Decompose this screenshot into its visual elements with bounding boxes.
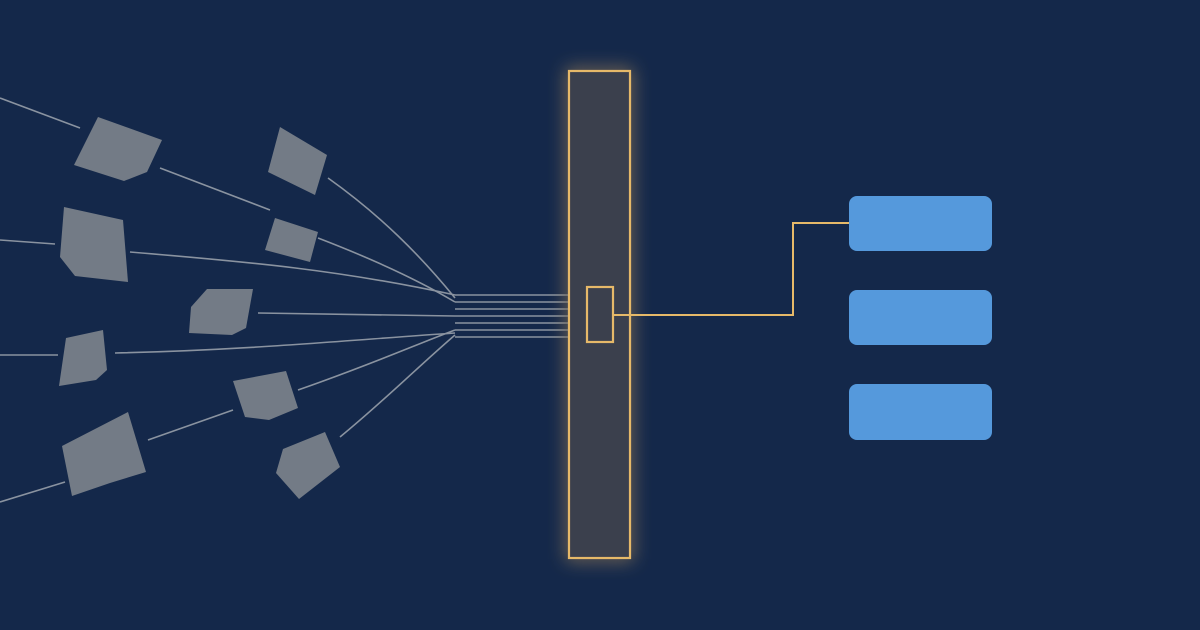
shard-3 [60,207,128,282]
input-lines [0,97,588,503]
input-line [114,332,456,354]
input-line [159,167,271,211]
input-line [147,409,234,441]
shard-5 [189,289,253,335]
input-line [0,97,81,129]
input-line [0,481,66,503]
shard-4 [265,218,318,262]
shard-1 [74,117,162,181]
input-line [317,237,456,303]
input-line [129,251,456,296]
output-block-3 [849,384,992,440]
input-line [257,312,456,317]
output-block-1 [849,196,992,251]
output-blocks [849,196,992,440]
shard-7 [233,371,298,420]
shard-8 [62,412,146,496]
input-line [339,334,456,438]
shard-6 [59,330,107,386]
output-block-2 [849,290,992,345]
shard-9 [276,432,340,499]
output-connector [613,222,850,316]
input-line [0,239,56,245]
shard-2 [268,127,327,195]
input-line [297,329,456,391]
shards-group [59,117,340,499]
input-line [327,177,456,299]
